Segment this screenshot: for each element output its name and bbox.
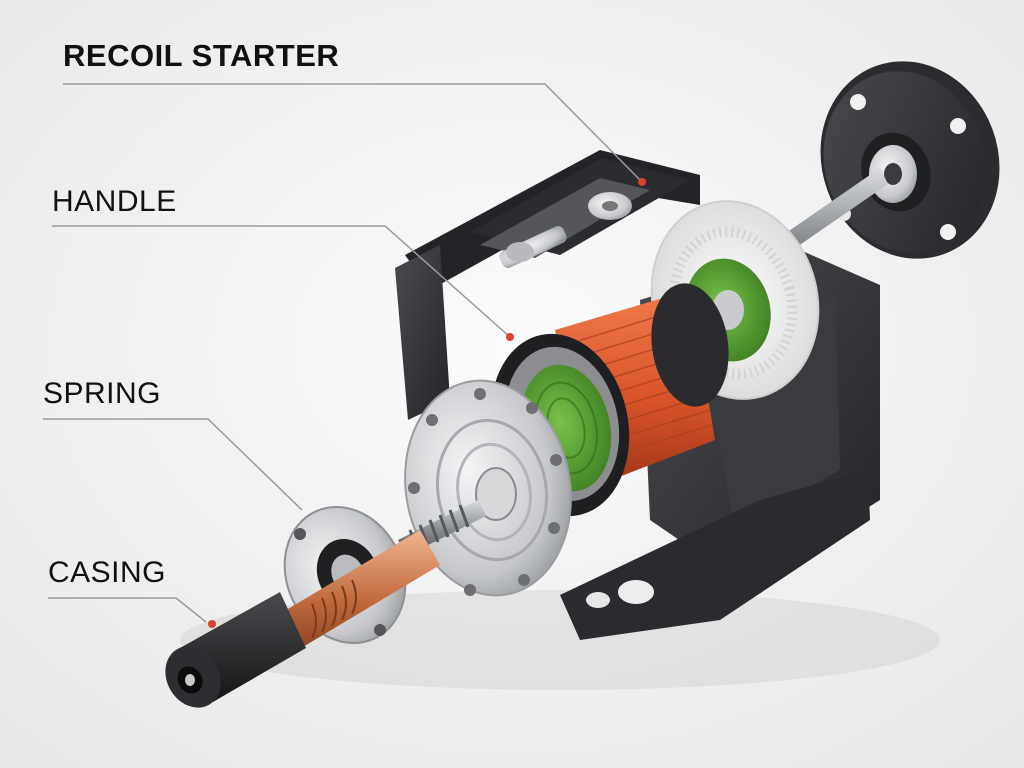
front-flange	[404, 379, 572, 597]
marker-handle	[506, 333, 514, 341]
top-bolts	[499, 192, 632, 268]
diagram-title: RECOIL STARTER	[63, 38, 340, 73]
marker-dots	[208, 178, 646, 628]
callout-casing: CASING	[48, 556, 167, 589]
marker-recoil-starter	[638, 178, 646, 186]
leader-spring	[43, 418, 303, 511]
leader-recoil-starter	[63, 83, 643, 183]
leader-handle	[52, 225, 511, 338]
leader-lines	[43, 83, 643, 623]
callout-handle: HANDLE	[52, 185, 177, 218]
marker-casing	[208, 620, 216, 628]
callout-spring: SPRING	[43, 377, 162, 410]
leader-casing	[48, 597, 207, 623]
rear-flange	[820, 61, 1000, 259]
end-cap	[165, 592, 306, 708]
housing-frame	[395, 150, 880, 640]
